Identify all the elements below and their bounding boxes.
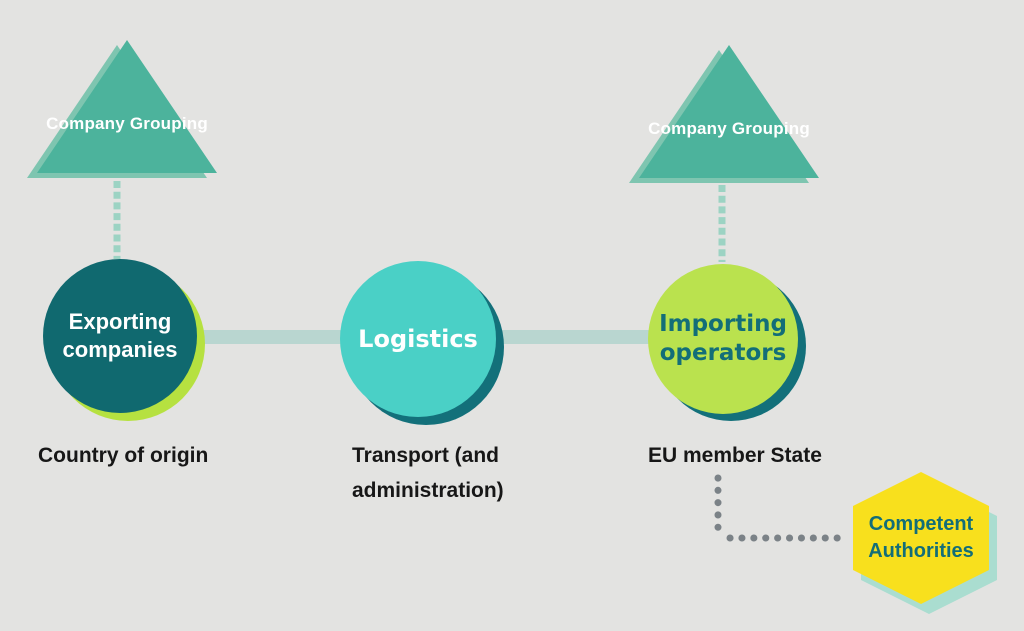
caption-country-of-origin: Country of origin — [38, 444, 209, 467]
logistics-circle: Logistics — [340, 261, 496, 417]
importing-operators-label: Importing operators — [659, 311, 787, 366]
company-grouping-right-triangle — [639, 45, 819, 178]
caption-transport-administration: Transport (and administration) — [352, 444, 504, 502]
company-grouping-right-label: Company Grouping — [648, 119, 810, 138]
exporting-companies-label: Exporting companies — [62, 309, 178, 362]
logistics-label: Logistics — [358, 325, 478, 353]
competent-authorities-label: Competent Authorities — [868, 513, 974, 562]
caption-eu-member-state: EU member State — [648, 444, 822, 467]
importing-operators-circle: Importing operators — [648, 264, 798, 414]
company-grouping-left-label: Company Grouping — [46, 114, 208, 133]
company-grouping-left-triangle — [37, 40, 217, 173]
exporting-companies-circle: Exporting companies — [43, 259, 197, 413]
